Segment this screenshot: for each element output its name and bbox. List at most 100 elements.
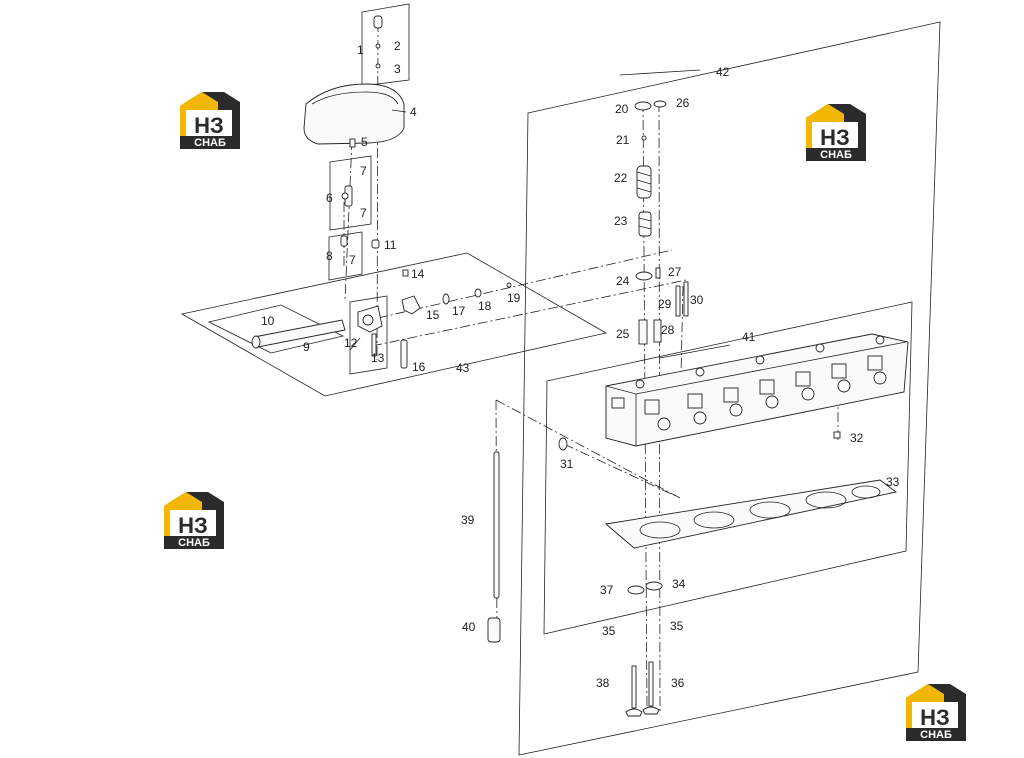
assembly-frames: [180, 3, 941, 756]
plug-part: [558, 437, 568, 451]
cylinder-head-part: [605, 333, 909, 447]
callout-16: 16: [412, 360, 426, 374]
logo-caption-text: СНАБ: [920, 729, 952, 741]
callout-24: 24: [616, 274, 630, 288]
callout-18: 18: [478, 299, 492, 313]
outer-valve-spring-part: [636, 165, 652, 199]
push-rod-part: [493, 451, 500, 599]
callout-8: 8: [326, 249, 333, 263]
bolt-part: [340, 235, 348, 247]
callout-19: 19: [507, 291, 521, 305]
spring-retainer-part: [653, 100, 667, 108]
callout-28: 28: [661, 323, 675, 337]
callout-5: 5: [361, 135, 368, 149]
callout-26: 26: [676, 96, 690, 110]
callout-34: 34: [672, 577, 686, 591]
frame-rocker-bolts: [329, 155, 372, 231]
ring-part: [474, 288, 482, 298]
callout-25: 25: [616, 327, 630, 341]
bolt-part: [833, 431, 841, 439]
logo-mark-text: НЗ: [920, 705, 950, 730]
callout-22: 22: [614, 171, 628, 185]
frame-rocker-shaft: [180, 252, 608, 397]
callout-7b: 7: [360, 206, 367, 220]
callout-32: 32: [850, 431, 864, 445]
callout-43: 43: [456, 361, 470, 375]
callout-20: 20: [615, 102, 629, 116]
callout-42: 42: [716, 65, 730, 79]
spring-retainer-part: [634, 101, 652, 111]
callout-37: 37: [600, 583, 614, 597]
intake-valve-part: [625, 665, 643, 717]
callout-labels: 1 2 3 4 5 6 7 7 8 7 9 10 11 12 13 14 15 …: [261, 39, 900, 690]
callout-2: 2: [394, 39, 401, 53]
adjust-screw-part: [400, 339, 408, 369]
callout-4: 4: [410, 105, 417, 119]
callout-21: 21: [616, 133, 630, 147]
valve-seat-part: [627, 585, 645, 595]
callout-11: 11: [384, 238, 397, 252]
nut-part: [371, 239, 380, 249]
callout-1: 1: [357, 43, 364, 57]
valve-key-part: [641, 135, 647, 141]
callout-9: 9: [303, 340, 310, 354]
spring-seat-part: [635, 271, 653, 281]
callout-35a: 35: [602, 624, 616, 638]
callout-7a: 7: [360, 164, 367, 178]
logo-mark-text: НЗ: [820, 125, 850, 150]
callout-30: 30: [690, 293, 704, 307]
logo-caption-text: СНАБ: [178, 537, 210, 549]
parts: [251, 15, 909, 717]
washer-part: [442, 293, 450, 305]
callout-13: 13: [371, 351, 385, 365]
exhaust-valve-part: [642, 661, 660, 715]
rocker-arm-part: [401, 295, 421, 315]
callout-3: 3: [394, 62, 401, 76]
callout-40: 40: [462, 620, 476, 634]
head-gasket-part: [604, 479, 898, 549]
valve-seat-part: [645, 581, 663, 591]
callout-27: 27: [668, 265, 682, 279]
frame-shaft-inner: [207, 304, 345, 354]
callout-41: 41: [742, 330, 756, 344]
logo-mark-text: НЗ: [178, 513, 208, 538]
inner-valve-spring-part: [638, 211, 652, 237]
callout-12: 12: [344, 336, 358, 350]
callout-6: 6: [326, 191, 333, 205]
callout-17: 17: [452, 304, 466, 318]
callout-35b: 35: [670, 619, 684, 633]
leader-lines: [349, 69, 731, 359]
callout-7c: 7: [349, 253, 356, 267]
bolt-part: [349, 138, 356, 148]
callout-29: 29: [658, 297, 672, 311]
callout-36: 36: [671, 676, 685, 690]
callout-10: 10: [261, 314, 275, 328]
logo-caption-text: СНАБ: [194, 137, 226, 149]
callout-31: 31: [560, 457, 574, 471]
frame-cylinder-head: [543, 301, 913, 635]
frame-top-bolt: [361, 3, 410, 87]
seal-part: [375, 63, 381, 69]
callout-15: 15: [426, 308, 440, 322]
cap-nut-part: [373, 15, 383, 29]
frame-cylinder-head-assembly: [518, 21, 941, 756]
valve-guide-part: [653, 319, 662, 343]
callout-23: 23: [614, 214, 628, 228]
tappet-part: [487, 617, 501, 643]
callout-14: 14: [411, 267, 425, 281]
frame-small-bolt: [328, 231, 363, 281]
callout-33: 33: [886, 475, 900, 489]
callout-38: 38: [596, 676, 610, 690]
valve-cover-part: [303, 83, 405, 145]
pin-part: [675, 285, 681, 317]
washer-part: [375, 43, 381, 49]
pin-part: [683, 281, 689, 317]
logo-mark-text: НЗ: [194, 113, 224, 138]
logo-caption-text: СНАБ: [820, 149, 852, 161]
